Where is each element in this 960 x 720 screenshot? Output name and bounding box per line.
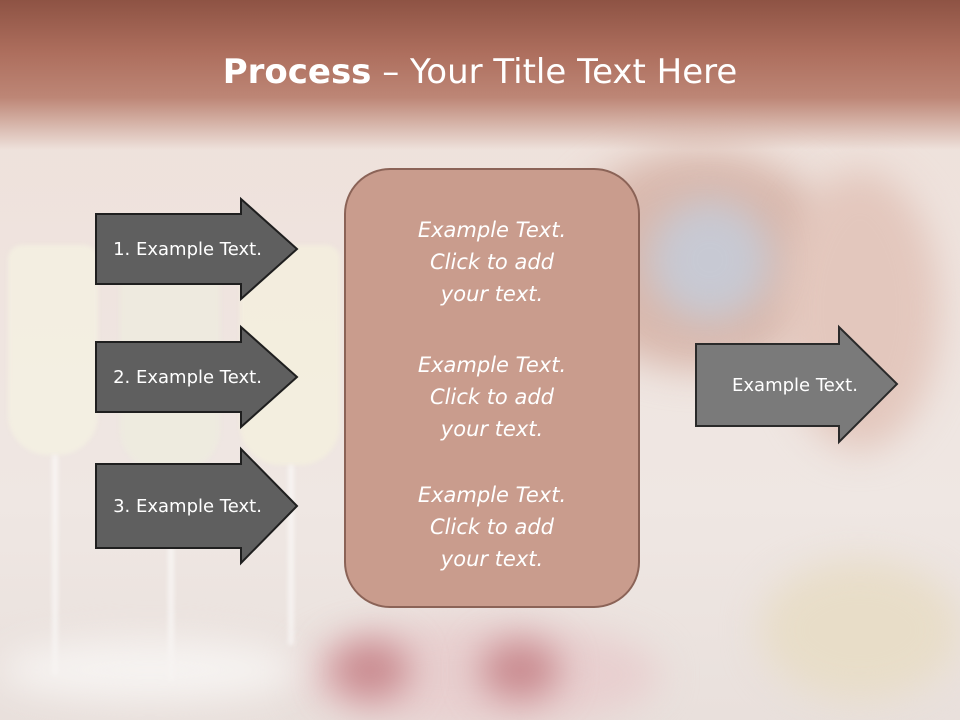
title-banner: [0, 0, 960, 150]
result-arrow[interactable]: Example Text.: [695, 324, 899, 445]
title-bold: Process: [222, 52, 372, 92]
center-line: your text.: [440, 282, 544, 306]
center-text-block-1: Example Text. Click to add your text.: [346, 214, 638, 310]
center-line: Click to add: [429, 250, 554, 274]
arrow-shape-3: [95, 446, 299, 566]
center-line: Example Text.: [417, 483, 567, 507]
title-rest: – Your Title Text Here: [371, 52, 738, 92]
center-line: Click to add: [429, 515, 554, 539]
arrow-label-2: 2. Example Text.: [113, 366, 262, 388]
center-line: Example Text.: [417, 218, 567, 242]
slide-title[interactable]: Process – Your Title Text Here: [0, 52, 960, 92]
process-arrow-2[interactable]: 2. Example Text.: [95, 324, 299, 430]
center-line: Example Text.: [417, 353, 567, 377]
process-arrow-3[interactable]: 3. Example Text.: [95, 446, 299, 566]
center-line: Click to add: [429, 385, 554, 409]
center-line: your text.: [440, 417, 544, 441]
process-arrow-1[interactable]: 1. Example Text.: [95, 196, 299, 302]
center-text-box[interactable]: Example Text. Click to add your text. Ex…: [344, 168, 640, 608]
center-text-block-3: Example Text. Click to add your text.: [346, 479, 638, 575]
arrow-shape-1: [95, 196, 299, 302]
arrow-label-3: 3. Example Text.: [113, 495, 262, 517]
arrow-label-1: 1. Example Text.: [113, 238, 262, 260]
result-arrow-label: Example Text.: [732, 374, 858, 396]
center-text-block-2: Example Text. Click to add your text.: [346, 349, 638, 445]
arrow-shape-2: [95, 324, 299, 430]
result-arrow-shape: [695, 324, 899, 445]
center-line: your text.: [440, 547, 544, 571]
